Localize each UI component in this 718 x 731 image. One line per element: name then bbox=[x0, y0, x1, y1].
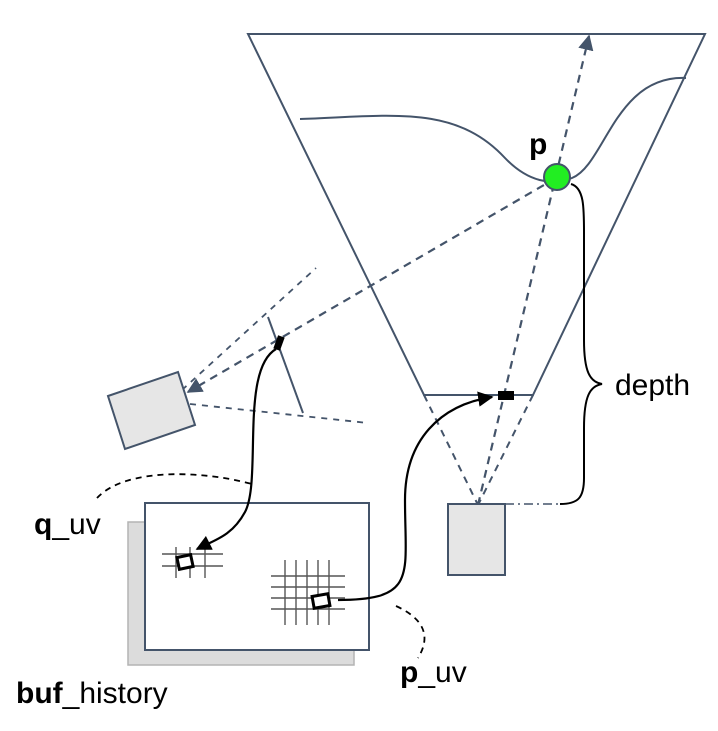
label-p-uv-rest: _uv bbox=[417, 656, 466, 689]
history-camera-body bbox=[106, 370, 197, 451]
point-p bbox=[543, 163, 571, 191]
history-camera-group bbox=[106, 267, 369, 451]
arrow-p-uv-to-near-plane bbox=[337, 391, 494, 602]
frustum-near-extension-right bbox=[477, 394, 534, 506]
frustum-outline bbox=[246, 33, 707, 396]
history-frustum-edge-lower bbox=[189, 403, 369, 424]
reprojection-ray-to-history-camera bbox=[186, 177, 557, 393]
view-ray-forward bbox=[476, 34, 594, 506]
q-uv-sample-marker bbox=[175, 552, 195, 572]
scene-surface-curve bbox=[299, 76, 687, 183]
rays bbox=[186, 34, 594, 506]
label-p-uv-bold: p bbox=[400, 656, 418, 689]
current-camera-group bbox=[447, 391, 560, 576]
history-image-plane-marker bbox=[273, 335, 285, 351]
current-camera-body bbox=[447, 503, 506, 576]
p-uv-sample-marker bbox=[310, 591, 332, 611]
label-buf-history-rest: _history bbox=[62, 677, 168, 710]
p-uv-sample-grid bbox=[271, 560, 345, 625]
label-depth: depth bbox=[615, 369, 690, 402]
arrow-plane-to-q-uv bbox=[195, 348, 277, 550]
label-buf-history: buf_history bbox=[16, 677, 168, 710]
depth-brace bbox=[559, 183, 603, 505]
label-buf-history-bold: buf bbox=[16, 677, 64, 710]
label-p-uv: p_uv bbox=[400, 656, 467, 689]
q-uv-leader bbox=[96, 473, 253, 499]
history-image-plane bbox=[267, 316, 304, 414]
current-near-plane-marker bbox=[498, 391, 514, 400]
history-buffer bbox=[127, 502, 370, 666]
current-frustum bbox=[246, 33, 707, 506]
label-q-uv: q_uv bbox=[34, 508, 101, 541]
label-q-uv-bold: q bbox=[34, 508, 52, 541]
label-q-uv-rest: _uv bbox=[51, 508, 100, 541]
label-p: p bbox=[529, 128, 547, 161]
p-uv-leader bbox=[395, 605, 426, 659]
